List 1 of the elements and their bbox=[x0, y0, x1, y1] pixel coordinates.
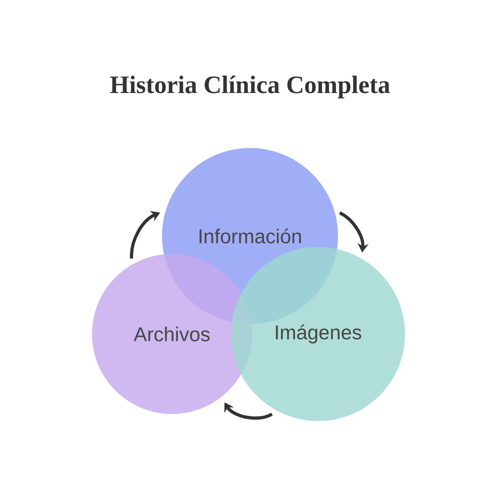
title: Historia Clínica Completa bbox=[110, 76, 390, 98]
